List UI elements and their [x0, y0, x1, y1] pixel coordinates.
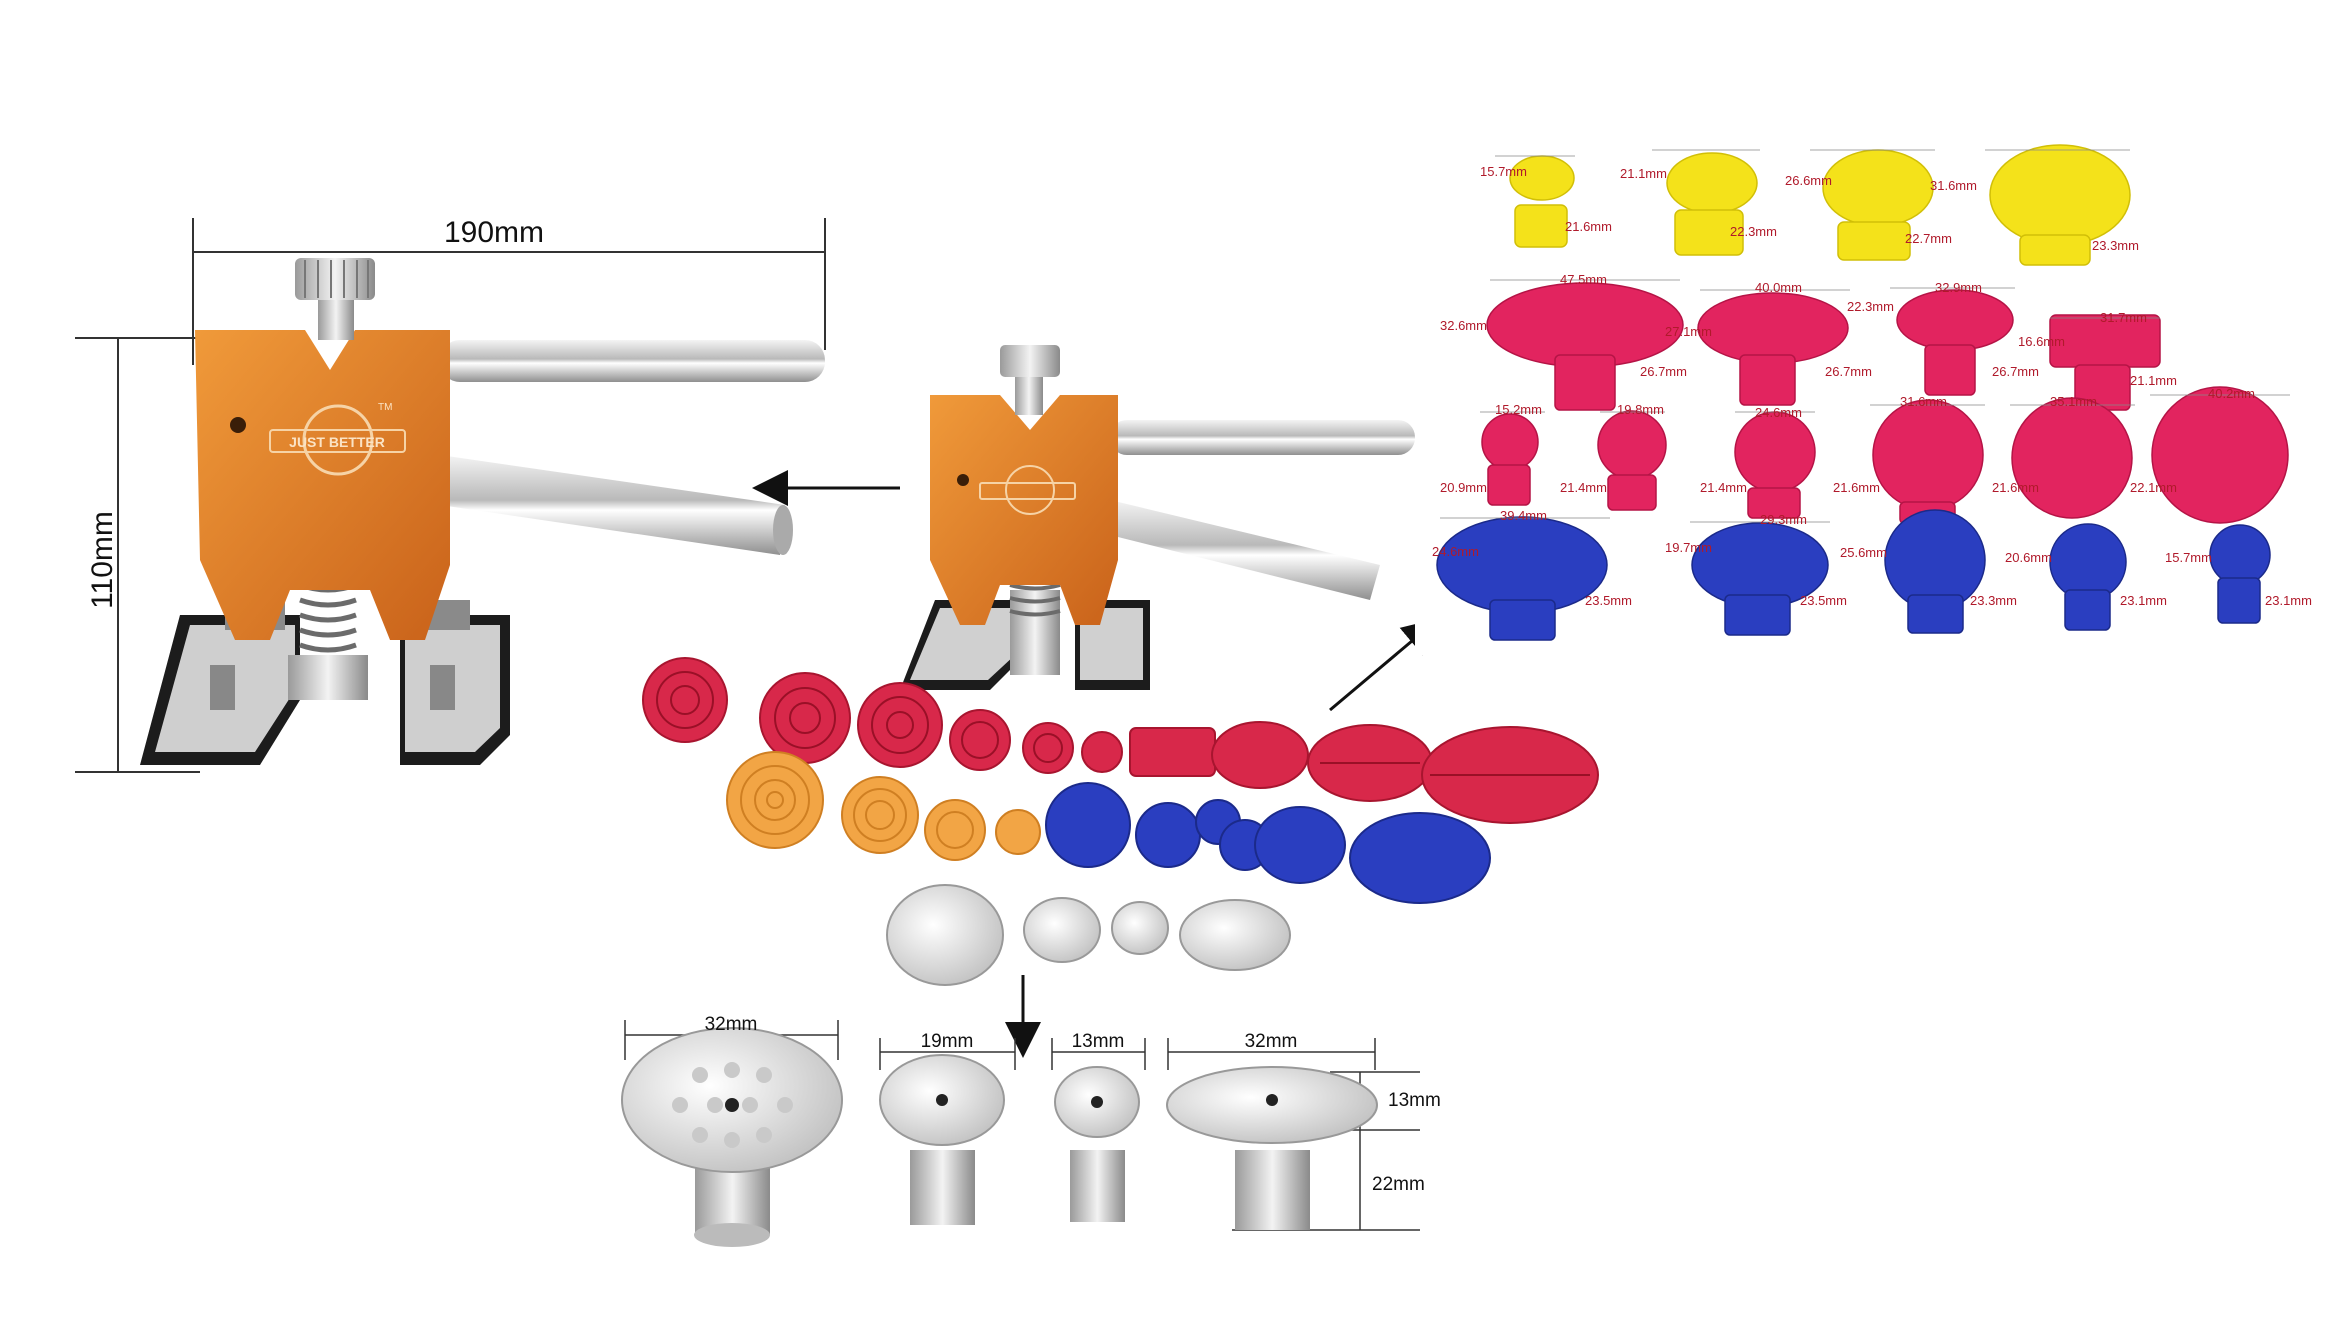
- yellow-tab-2-diameter: 21.1mm: [1620, 166, 1667, 181]
- pink-oval-3-depth: 16.6mm: [2018, 334, 2065, 349]
- glue-tabs-collection: [642, 657, 1599, 986]
- blue-oval-1-width: 39.4mm: [1500, 508, 1547, 523]
- pink-round-4-height: 21.6mm: [1833, 480, 1880, 495]
- blue-round-2-diameter: 20.6mm: [2005, 550, 2052, 565]
- pink-round-1-height: 20.9mm: [1440, 480, 1487, 495]
- arrow-up-right-icon: [1329, 618, 1439, 712]
- pink-round-3-height: 21.4mm: [1700, 480, 1747, 495]
- pink-oval-1-height: 26.7mm: [1640, 364, 1687, 379]
- pink-round-6-diameter: 40.2mm: [2208, 386, 2255, 401]
- pink-oval-1-depth: 32.6mm: [1440, 318, 1487, 333]
- metal-tabs-diagram: 32mm 19mm 13mm 32mm 13mm 22mm: [621, 1014, 1441, 1247]
- blue-oval-2-height: 23.5mm: [1800, 593, 1847, 608]
- metal-tab-3-width: 13mm: [1072, 1031, 1125, 1052]
- yellow-tab-3-height: 22.7mm: [1905, 231, 1952, 246]
- pink-oval-2-height: 26.7mm: [1825, 364, 1872, 379]
- width-dimension-label: 190mm: [444, 216, 544, 249]
- yellow-tab-2-height: 22.3mm: [1730, 224, 1777, 239]
- pink-oval-3-width: 32.9mm: [1935, 280, 1982, 295]
- pink-round-4-diameter: 31.6mm: [1900, 394, 1947, 409]
- blue-oval-2-width: 29.3mm: [1760, 512, 1807, 527]
- pink-round-5-height: 21.6mm: [1992, 480, 2039, 495]
- blue-round-1-height: 23.3mm: [1970, 593, 2017, 608]
- metal-tab-2-width: 19mm: [921, 1031, 974, 1052]
- pink-oval-3-height: 26.7mm: [1992, 364, 2039, 379]
- dent-puller-large: JUST BETTER TM 190mm 110mm: [75, 216, 826, 773]
- trademark-text: TM: [378, 402, 392, 413]
- brand-text: JUST BETTER: [289, 434, 385, 450]
- pink-round-2-height: 21.4mm: [1560, 480, 1607, 495]
- height-dimension-label: 110mm: [86, 511, 119, 609]
- pink-round-6-height: 22.1mm: [2130, 480, 2177, 495]
- blue-round-3-height: 23.1mm: [2265, 593, 2312, 608]
- pink-oval-1-side: 27.1mm: [1665, 324, 1712, 339]
- metal-tab-head-height: 13mm: [1388, 1090, 1441, 1111]
- metal-tab-4-width: 32mm: [1245, 1031, 1298, 1052]
- pink-oval-2-width: 40.0mm: [1755, 280, 1802, 295]
- yellow-tab-1-diameter: 15.7mm: [1480, 164, 1527, 179]
- pink-round-5-diameter: 35.1mm: [2050, 394, 2097, 409]
- pink-oval-2-depth: 22.3mm: [1847, 299, 1894, 314]
- yellow-tab-1-height: 21.6mm: [1565, 219, 1612, 234]
- blue-round-3-diameter: 15.7mm: [2165, 550, 2212, 565]
- pink-round-2-diameter: 19.8mm: [1617, 402, 1664, 417]
- pink-oval-1-width: 47.5mm: [1560, 272, 1607, 287]
- metal-tab-stem-height: 22mm: [1372, 1174, 1425, 1195]
- blue-oval-1-height: 23.5mm: [1585, 593, 1632, 608]
- blue-round-2-height: 23.1mm: [2120, 593, 2167, 608]
- brand-logo: JUST BETTER TM: [269, 402, 406, 476]
- yellow-tab-3-diameter: 26.6mm: [1785, 173, 1832, 188]
- metal-tab-1-width: 32mm: [705, 1014, 758, 1035]
- pink-rect-width: 31.7mm: [2100, 310, 2147, 325]
- pink-rect-height: 21.1mm: [2130, 373, 2177, 388]
- blue-oval-2-depth: 19.7mm: [1665, 540, 1712, 555]
- blue-round-1-diameter: 25.6mm: [1840, 545, 1887, 560]
- yellow-tab-4-height: 23.3mm: [2092, 238, 2139, 253]
- glue-tab-size-chart: 15.7mm 21.6mm 21.1mm 22.3mm 26.6mm 22.7m…: [1415, 130, 2312, 655]
- dent-puller-small: [900, 345, 1415, 690]
- yellow-tab-4-diameter: 31.6mm: [1930, 178, 1977, 193]
- blue-oval-1-depth: 24.6mm: [1432, 544, 1479, 559]
- pink-round-3-diameter: 24.6mm: [1755, 405, 1802, 420]
- pink-round-1-diameter: 15.2mm: [1495, 402, 1542, 417]
